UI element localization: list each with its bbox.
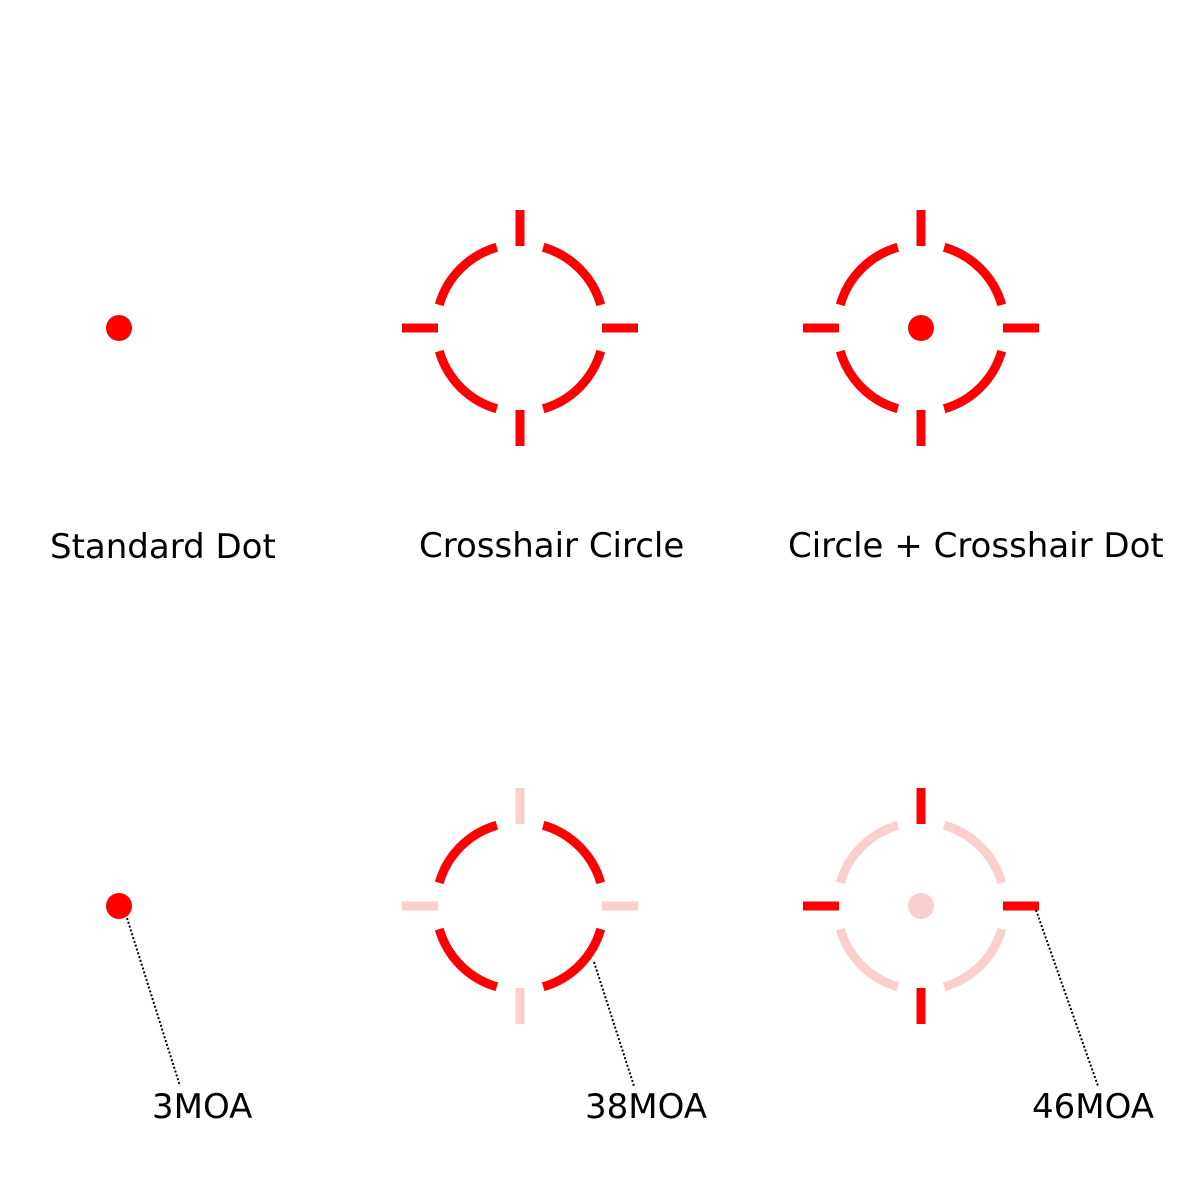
arc-top-left — [835, 820, 900, 885]
arc-top-right — [541, 820, 606, 885]
tick-top — [515, 210, 525, 246]
size-label-3moa: 3MOA — [152, 1087, 253, 1127]
center-dot — [106, 893, 132, 919]
tick-bottom — [916, 988, 926, 1024]
arc-bottom-right — [942, 349, 1007, 414]
arc-top-left — [434, 820, 499, 885]
tick-left — [402, 901, 438, 911]
tick-bottom — [515, 988, 525, 1024]
reticle-name-circle-crosshair-dot: Circle + Crosshair Dot — [788, 526, 1164, 566]
crosshair-circle-size-indicator — [402, 788, 638, 1087]
arc-bottom-right — [541, 927, 606, 992]
arc-top-right — [541, 242, 606, 307]
reticle-name-standard-dot: Standard Dot — [50, 527, 276, 567]
size-label-46moa: 46MOA — [1032, 1087, 1155, 1127]
arc-top-left — [835, 242, 900, 307]
size-label-38moa: 38MOA — [585, 1087, 708, 1127]
tick-top — [916, 788, 926, 824]
tick-bottom — [916, 410, 926, 446]
tick-right — [1003, 901, 1039, 911]
reticle-name-crosshair-circle: Crosshair Circle — [419, 526, 685, 566]
tick-bottom — [515, 410, 525, 446]
tick-right — [602, 323, 638, 333]
crosshair-circle-reticle — [402, 210, 638, 446]
center-dot — [908, 315, 934, 341]
tick-left — [803, 323, 839, 333]
tick-top — [916, 210, 926, 246]
arc-bottom-left — [434, 927, 499, 992]
leader-line-38moa — [593, 961, 635, 1087]
arc-top-left — [434, 242, 499, 307]
arc-bottom-left — [434, 349, 499, 414]
tick-top — [515, 788, 525, 824]
arc-bottom-left — [835, 927, 900, 992]
standard-dot-size-indicator — [106, 893, 181, 1087]
arc-top-right — [942, 820, 1007, 885]
circle-crosshair-dot-reticle — [803, 210, 1039, 446]
tick-left — [803, 901, 839, 911]
arc-top-right — [942, 242, 1007, 307]
arc-bottom-right — [942, 927, 1007, 992]
center-dot — [106, 315, 132, 341]
arc-bottom-left — [835, 349, 900, 414]
circle-crosshair-dot-size-indicator — [803, 788, 1099, 1087]
tick-left — [402, 323, 438, 333]
leader-line-46moa — [1035, 909, 1099, 1087]
arc-bottom-right — [541, 349, 606, 414]
standard-dot-reticle — [106, 315, 132, 341]
tick-right — [1003, 323, 1039, 333]
center-dot — [908, 893, 934, 919]
tick-right — [602, 901, 638, 911]
leader-line-3moa — [126, 917, 181, 1087]
